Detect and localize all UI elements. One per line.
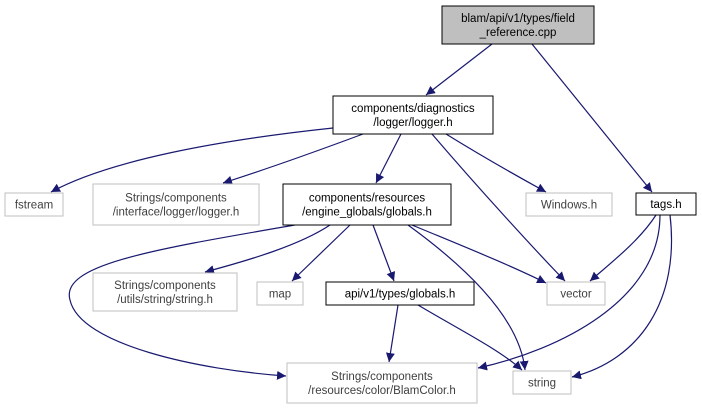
node-label-line: blam/api/v1/types/field bbox=[461, 13, 575, 25]
edge-tags-to-blamcolor bbox=[477, 214, 661, 371]
node-label-line: Windows.h bbox=[541, 200, 597, 212]
edge-globals-to-map bbox=[291, 224, 351, 282]
edge-globals-to-string bbox=[407, 224, 529, 371]
node-string: string bbox=[512, 370, 572, 395]
node-globals[interactable]: components/resources/engine_globals/glob… bbox=[282, 183, 452, 226]
node-label-line: Strings/components bbox=[331, 371, 433, 383]
node-windows: Windows.h bbox=[525, 192, 613, 217]
node-box bbox=[332, 95, 494, 135]
node-blamcolor: Strings/components/resources/color/BlamC… bbox=[286, 362, 478, 404]
node-logger[interactable]: components/diagnostics/logger/logger.h bbox=[332, 95, 494, 135]
node-label-line: /logger/logger.h bbox=[373, 117, 452, 129]
node-fstream: fstream bbox=[4, 192, 64, 217]
edge-globals-to-vector bbox=[411, 224, 547, 284]
node-root[interactable]: blam/api/v1/types/field _reference.cpp bbox=[441, 5, 595, 45]
node-label-line: map bbox=[269, 289, 291, 301]
edge-logger-to-fstream bbox=[50, 127, 334, 193]
node-box bbox=[4, 192, 64, 217]
node-label-line: components/resources bbox=[309, 193, 426, 205]
node-label-line: /interface/logger/logger.h bbox=[113, 207, 240, 219]
node-box bbox=[441, 5, 595, 45]
node-box bbox=[512, 370, 572, 395]
edge-globals-to-strstring bbox=[204, 224, 331, 275]
edge-logger-to-windows bbox=[445, 133, 547, 193]
node-label-line: /resources/color/BlamColor.h bbox=[308, 385, 456, 397]
node-box bbox=[325, 281, 475, 306]
edge-logger-to-vector bbox=[431, 133, 566, 282]
edge-root-to-logger bbox=[425, 43, 493, 96]
edge-layer bbox=[50, 43, 673, 380]
node-vector: vector bbox=[546, 281, 606, 306]
edge-logger-to-globals bbox=[375, 133, 402, 184]
node-label-line: fstream bbox=[15, 200, 53, 212]
node-label-line: api/v1/types/globals.h bbox=[345, 289, 456, 301]
node-box bbox=[256, 281, 304, 306]
node-apiglobals[interactable]: api/v1/types/globals.h bbox=[325, 281, 475, 306]
node-label-line: tags.h bbox=[650, 199, 681, 211]
node-label-line: _reference.cpp bbox=[479, 27, 557, 39]
node-label-line: Strings/components bbox=[125, 193, 227, 205]
node-tags[interactable]: tags.h bbox=[635, 192, 697, 216]
node-box bbox=[635, 192, 697, 216]
edge-globals-to-apiglobals bbox=[372, 224, 396, 282]
node-box bbox=[525, 192, 613, 217]
node-label-line: Strings/components bbox=[114, 280, 216, 292]
node-label-line: vector bbox=[560, 289, 591, 301]
node-label-line: /engine_globals/globals.h bbox=[302, 207, 432, 219]
edge-root-to-tags bbox=[531, 43, 653, 193]
node-box bbox=[286, 362, 478, 404]
node-map: map bbox=[256, 281, 304, 306]
edge-logger-to-strlogger bbox=[222, 133, 364, 185]
edge-tags-to-string bbox=[571, 214, 673, 380]
node-label-line: /utils/string/string.h bbox=[117, 294, 213, 306]
edge-apiglobals-to-string bbox=[417, 304, 523, 371]
edge-apiglobals-to-blamcolor bbox=[385, 304, 399, 363]
node-box bbox=[92, 272, 238, 312]
node-layer: blam/api/v1/types/field _reference.cppcom… bbox=[4, 5, 697, 404]
node-box bbox=[92, 183, 260, 226]
edge-tags-to-vector bbox=[589, 214, 657, 282]
node-box bbox=[282, 183, 452, 226]
edge-globals-to-blamcolor bbox=[68, 224, 296, 380]
node-strlogger: Strings/components/interface/logger/logg… bbox=[92, 183, 260, 226]
node-box bbox=[546, 281, 606, 306]
node-strstring: Strings/components/utils/string/string.h bbox=[92, 272, 238, 312]
node-label-line: string bbox=[528, 378, 556, 390]
node-label-line: components/diagnostics bbox=[351, 103, 475, 115]
